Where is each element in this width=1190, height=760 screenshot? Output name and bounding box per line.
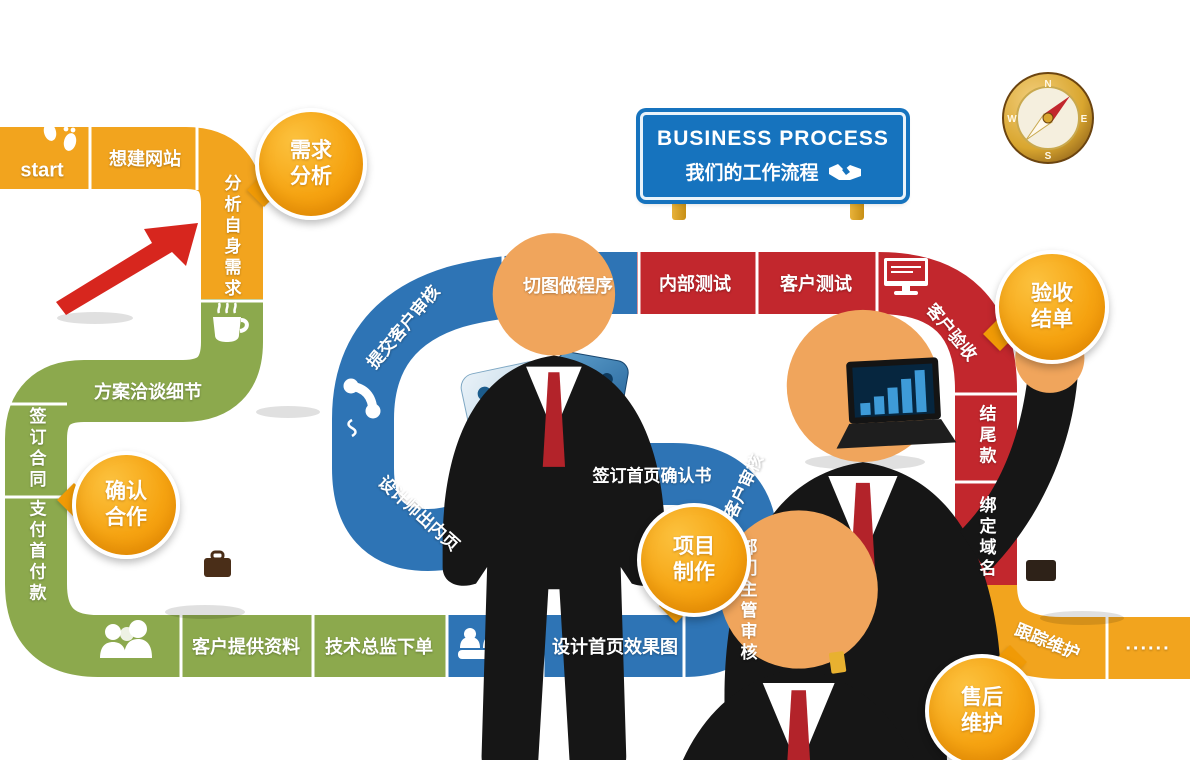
sign-title: BUSINESS PROCESS — [657, 127, 889, 150]
compass-e-label: E — [1081, 114, 1088, 125]
footprints-icon — [43, 116, 77, 151]
step-discuss-details: 方案洽谈细节 — [94, 382, 202, 402]
step-client-test: 客户测试 — [780, 274, 852, 294]
step-sign-homepage-confirmation: 签订首页确认书 — [592, 466, 712, 486]
businessman-pointing-figure — [828, 651, 847, 674]
step-cut-and-program: 切图做程序 — [523, 276, 613, 296]
laptop-icon — [836, 357, 957, 449]
compass-w-label: W — [1007, 114, 1017, 125]
road-orange-start — [0, 127, 263, 303]
bubble-after-sales: 售后 维护 — [925, 654, 1039, 760]
step-analyze-needs: 分析自身需求 — [221, 174, 241, 300]
phone-icon — [343, 378, 381, 438]
handshake-icon — [828, 163, 861, 180]
compass-n-label: N — [1044, 79, 1051, 90]
coffee-icon — [213, 302, 249, 342]
step-want-site: 想建网站 — [109, 149, 181, 169]
road-green — [4, 299, 449, 677]
compass-s-label: S — [1045, 151, 1052, 162]
step-bind-domain: 绑定域名 — [976, 496, 996, 580]
step-sign-contract: 签订合同 — [26, 407, 46, 491]
step-pay-deposit: 支付首付款 — [26, 499, 46, 605]
businessman-success-figure — [1026, 560, 1056, 581]
bubble-requirement-analysis: 需求 分析 — [255, 108, 367, 220]
computer-icon — [884, 258, 928, 295]
compass-icon: N E S W — [1002, 72, 1094, 164]
bubble-confirm-cooperation: 确认 合作 — [72, 451, 180, 559]
process-sign: BUSINESS PROCESS 我们的工作流程 — [640, 112, 906, 200]
step-ellipsis: ...... — [1125, 632, 1171, 655]
step-final-payment: 结尾款 — [976, 404, 996, 468]
step-design-homepage: 设计首页效果图 — [552, 637, 678, 657]
sign-subtitle: 我们的工作流程 — [685, 163, 819, 184]
businessman-briefcase-figure — [204, 510, 943, 760]
bubble-acceptance-settlement: 验收 结单 — [995, 250, 1109, 364]
businessman-arrow-figure — [56, 223, 665, 760]
step-provide-materials: 客户提供资料 — [192, 637, 300, 657]
team-icon — [100, 620, 152, 658]
step-director-order: 技术总监下单 — [325, 637, 433, 657]
road-blue — [332, 252, 778, 677]
bubble-project-production: 项目 制作 — [637, 503, 751, 617]
businessman-laptop-figure — [836, 357, 957, 449]
step-internal-test: 内部测试 — [659, 274, 731, 294]
step-start: start — [20, 159, 64, 182]
